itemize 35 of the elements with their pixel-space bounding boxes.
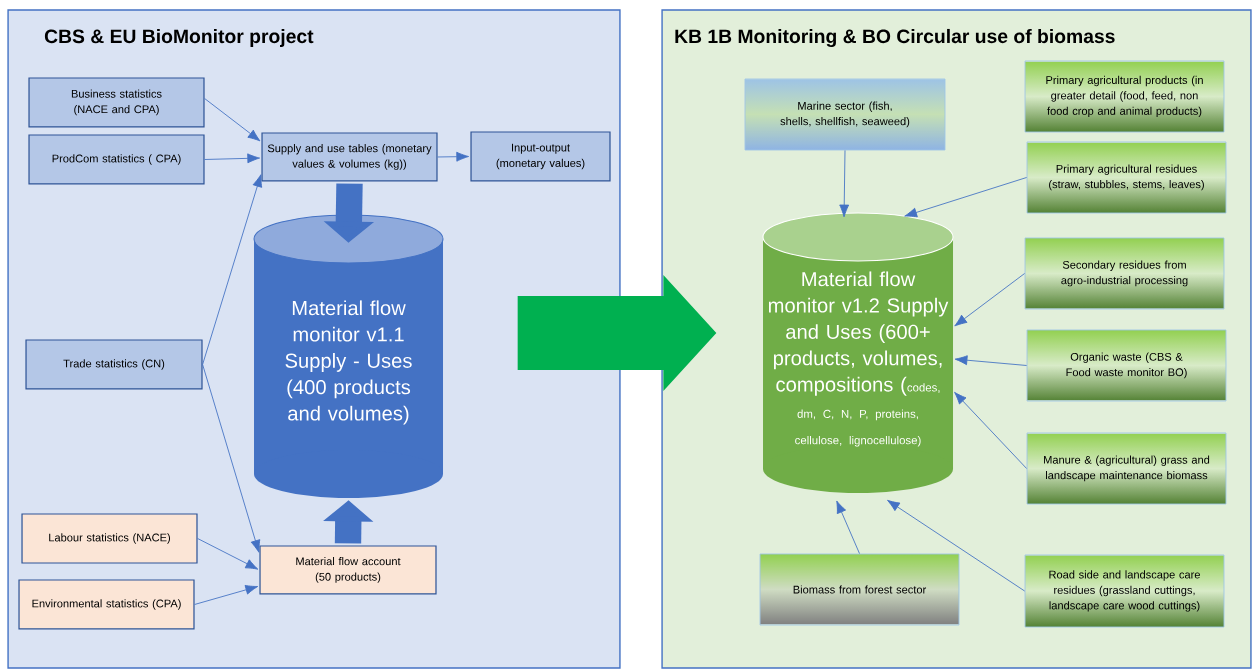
- arrow: [954, 355, 1028, 366]
- data-box: Primary agricultural residues (straw, stubbles, stems, leaves): [1026, 141, 1227, 214]
- arrow: [194, 584, 259, 605]
- arrow: [839, 150, 850, 218]
- panel-heading: KB 1B Monitoring & BO Circular use of biomass: [675, 28, 1115, 48]
- data-box: Marine sector (fish, shells, shellfish, seaweed): [744, 78, 946, 151]
- data-box: ProdCom statistics ( CPA): [28, 134, 205, 185]
- data-box: Organic waste (CBS & Food waste monitor BO): [1026, 329, 1227, 402]
- arrow: [204, 153, 261, 164]
- arrow: [887, 499, 1026, 592]
- arrow: [202, 174, 263, 365]
- database-cylinder: Material flow monitor v1.1 Supply - Uses (400 products and volumes): [253, 214, 444, 498]
- arrow: [954, 391, 1028, 469]
- data-box: Trade statistics (CN): [25, 339, 203, 390]
- data-box: Biomass from forest sector: [759, 553, 960, 626]
- data-box: Input-output (monetary values): [470, 131, 611, 182]
- arrow: [202, 364, 261, 553]
- data-box: Environmental statistics (CPA): [18, 579, 195, 630]
- arrow: [204, 98, 261, 142]
- panel-heading: CBS & EU BioMonitor project: [44, 29, 314, 47]
- arrow: [904, 177, 1028, 218]
- arrow: [197, 538, 259, 570]
- data-box: Material flow account (50 products): [259, 545, 437, 595]
- data-box: Business statistics (NACE and CPA): [28, 77, 205, 128]
- data-box: Secondary residues from agro-industrial processing: [1024, 237, 1225, 310]
- database-cylinder: Material flow monitor v1.2 Supply and Uses (600+ products, volumes, compositions (codes, dm, C, N, P, proteins, cellulose, lignocellulose): [762, 212, 954, 493]
- arrow: [437, 151, 470, 162]
- arrow: [954, 273, 1026, 327]
- data-box: Labour statistics (NACE): [21, 513, 198, 564]
- data-box: Manure & (agricultural) grass and landscape maintenance biomass: [1026, 432, 1227, 505]
- data-box: Primary agricultural products (in greater detail (food, feed, non food crop and animal products): [1024, 60, 1225, 133]
- data-box: Road side and landscape care residues (grassland cuttings, landscape care wood cuttings): [1024, 554, 1225, 628]
- arrow: [836, 500, 860, 554]
- block-arrow: [517, 275, 717, 391]
- data-box: Supply and use tables (monetary values & volumes (kg)): [261, 132, 438, 182]
